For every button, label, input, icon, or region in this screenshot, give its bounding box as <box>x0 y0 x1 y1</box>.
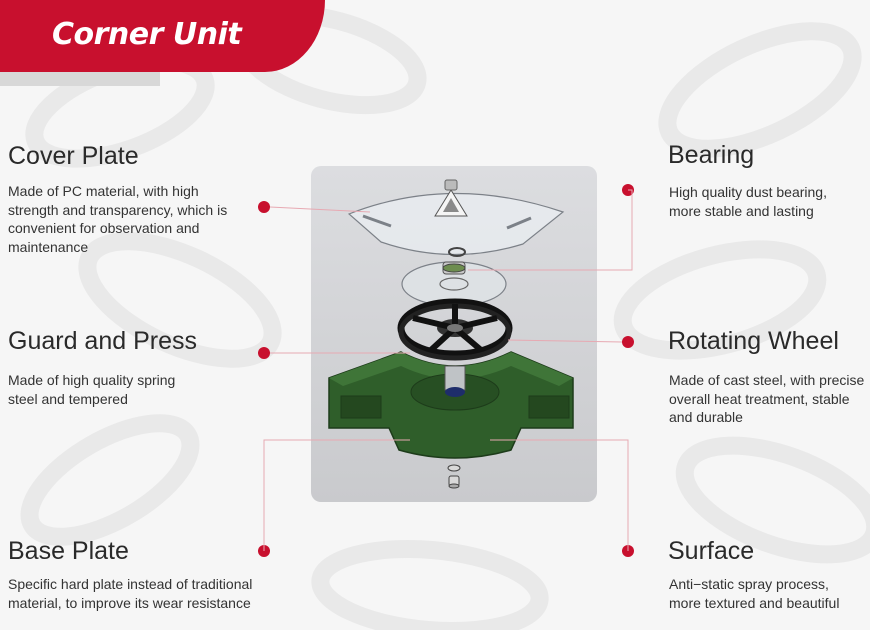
cover-plate-part <box>347 179 565 256</box>
base-plate-desc: Specific hard plate instead of tradition… <box>8 576 253 611</box>
page-title: Corner Unit <box>52 17 242 52</box>
guard-press-title: Guard and Press <box>8 327 197 355</box>
surface-marker <box>622 545 634 557</box>
rotating-wheel-title: Rotating Wheel <box>668 327 839 355</box>
base-plate-marker <box>258 545 270 557</box>
guard-press-marker <box>258 347 270 359</box>
bearing-desc: High quality dust bearing, more stable a… <box>669 184 827 219</box>
bearing-part <box>401 261 507 307</box>
surface-title: Surface <box>668 537 755 565</box>
rotating-wheel-desc: Made of cast steel, with precise overall… <box>669 372 865 425</box>
base-plate-title: Base Plate <box>8 537 129 565</box>
rotating-wheel-marker <box>622 336 634 348</box>
guard-press-desc: Made of high quality spring steel and te… <box>8 372 176 407</box>
bolt-parts <box>447 464 461 489</box>
base-plate-part <box>328 351 574 459</box>
corner-unit-exploded-view <box>328 179 574 489</box>
surface-desc: Anti−static spray process, more textured… <box>669 576 840 611</box>
cover-plate-desc: Made of PC material, with high strength … <box>8 183 228 255</box>
bearing-title: Bearing <box>668 141 755 169</box>
rotating-wheel-part <box>397 298 513 361</box>
bearing-marker <box>622 184 634 196</box>
cover-plate-title: Cover Plate <box>8 142 139 170</box>
header-underline-bar <box>0 72 160 86</box>
header-tab <box>0 0 325 72</box>
cover-plate-marker <box>258 201 270 213</box>
product-image-panel <box>311 166 597 502</box>
